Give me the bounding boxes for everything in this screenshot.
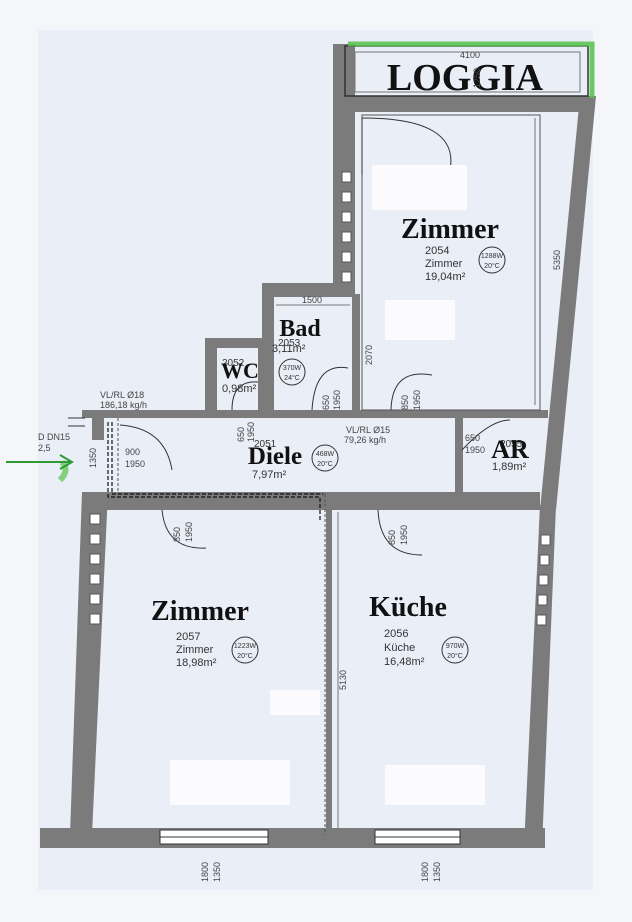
pipe-dn-label: D DN15 <box>38 432 70 442</box>
zimmer-top-dim-height: 5350 <box>552 250 562 270</box>
loggia-label: LOGGIA <box>387 57 544 99</box>
heating-pipes <box>107 422 323 520</box>
zimmer-top-number: 2054 <box>425 245 449 257</box>
entry-height-dim: 1350 <box>88 448 98 468</box>
pipe-left-flow: 186,18 kg/h <box>100 400 147 410</box>
wall-windows-left-bottom <box>89 513 101 625</box>
heater-kueche-icon <box>441 636 469 664</box>
kueche-type: Küche <box>384 642 415 654</box>
zimmer-top-label: Zimmer <box>401 214 499 245</box>
door-kueche-h: 1950 <box>399 525 409 545</box>
window-left-w: 1800 <box>200 862 210 882</box>
diele-heater-w: 468W <box>316 451 335 458</box>
zimmer-top-area: 19,04m² <box>425 271 466 283</box>
bad-label: Bad <box>279 316 321 342</box>
zimmer-bottom-area: 18,98m² <box>176 657 217 669</box>
wall-windows-left-top <box>341 171 352 283</box>
kueche-heater-t: 20°C <box>447 652 463 660</box>
bad-dim-height: 2070 <box>364 345 374 365</box>
heater-diele-icon <box>311 444 339 472</box>
zimmer-top-heater-t: 20°C <box>484 262 500 270</box>
window-right-h: 1350 <box>432 862 442 882</box>
diele-heater-t: 20°C <box>317 460 333 468</box>
window-right-w: 1800 <box>420 862 430 882</box>
door-zimmer-top-w: 850 <box>400 395 410 410</box>
plan-paper <box>38 30 593 890</box>
wc-number: 2052 <box>222 358 245 369</box>
door-entry-w: 900 <box>125 447 140 457</box>
wall-windows-right <box>536 534 551 626</box>
inner-lines <box>117 114 541 835</box>
zimmer-bottom-type: Zimmer <box>176 644 214 656</box>
door-wc-w: 650 <box>236 427 246 442</box>
diele-area: 7,97m² <box>252 469 287 481</box>
pipe-dn-value: 2,5 <box>38 443 51 453</box>
diele-label: Diele <box>248 443 302 470</box>
heater-zimmer-bottom-icon <box>231 636 259 664</box>
kueche-area: 16,48m² <box>384 656 425 668</box>
zimmer-bottom-heater-w: 1223W <box>234 643 257 650</box>
door-bad-w: 650 <box>321 395 331 410</box>
door-swings <box>119 117 511 556</box>
window-left-h: 1350 <box>212 862 222 882</box>
kueche-label: Küche <box>369 592 447 623</box>
pipe-center-flow: 79,26 kg/h <box>344 435 386 445</box>
heater-symbols <box>231 246 506 664</box>
loggia-highlight <box>348 41 595 98</box>
bad-heater-w: 370W <box>283 365 302 372</box>
bottom-windows <box>159 829 461 845</box>
door-zimmer-bottom-w: 850 <box>172 527 182 542</box>
bad-number: 2053 <box>278 338 301 349</box>
door-kueche-w: 850 <box>387 530 397 545</box>
door-ar-h: 1950 <box>465 445 485 455</box>
loggia-depth-dim: 1250 <box>472 68 482 88</box>
heater-zimmer-top-icon <box>478 246 506 274</box>
door-entry-h: 1950 <box>125 459 145 469</box>
kueche-number: 2056 <box>384 628 408 640</box>
door-bad-h: 1950 <box>332 390 342 410</box>
pipe-center-label: VL/RL Ø15 <box>346 425 390 435</box>
door-zimmer-top-h: 1950 <box>412 390 422 410</box>
heater-bad-icon <box>278 358 306 386</box>
redaction-patches <box>170 165 485 805</box>
bad-heater-t: 24°C <box>284 374 300 382</box>
loggia-width-dim: 4100 <box>460 50 480 60</box>
door-zimmer-bottom-h: 1950 <box>184 522 194 542</box>
diele-number: 2051 <box>254 439 277 450</box>
wc-area: 0,98m² <box>222 383 257 395</box>
zimmer-bottom-heater-t: 20°C <box>237 652 253 660</box>
loggia-rail <box>354 51 581 93</box>
zimmer-bottom-number: 2057 <box>176 631 200 643</box>
entry-arrow <box>6 417 85 483</box>
zimmer-top-heater-w: 1288W <box>481 253 504 260</box>
pipe-left-label: VL/RL Ø18 <box>100 390 144 400</box>
ar-area: 1,89m² <box>492 461 527 473</box>
bad-dim-width: 1500 <box>302 295 322 305</box>
door-ar-w: 650 <box>465 433 480 443</box>
ar-number: 2055 <box>500 439 523 450</box>
ar-label: AR <box>491 435 529 464</box>
bad-area: 3,11m² <box>272 343 306 355</box>
kueche-heater-w: 970W <box>446 643 465 650</box>
kueche-dim-height: 5130 <box>338 670 348 690</box>
wc-label: WC <box>221 358 259 383</box>
zimmer-bottom-label: Zimmer <box>151 596 249 627</box>
zimmer-top-type: Zimmer <box>425 258 463 270</box>
door-wc-h: 1950 <box>246 422 256 442</box>
